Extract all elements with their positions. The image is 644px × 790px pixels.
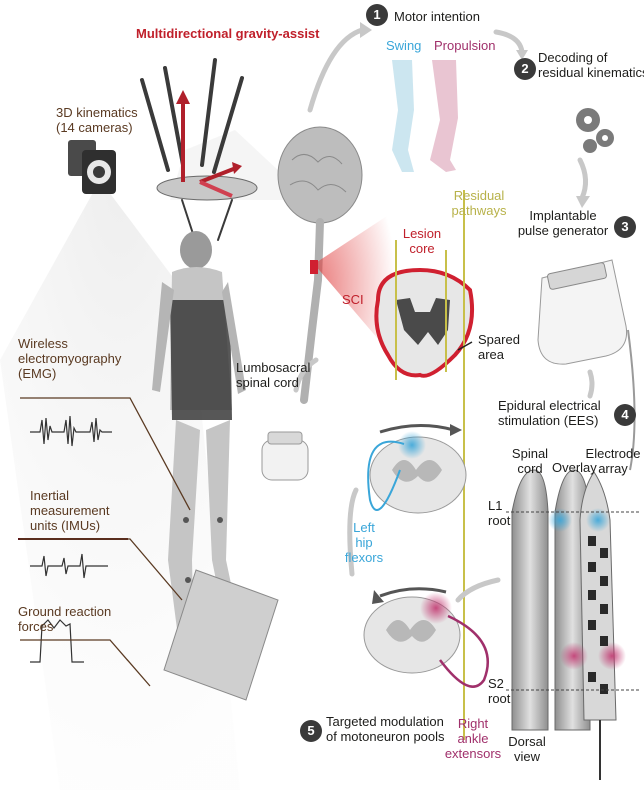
pulse-generator-small <box>262 432 308 480</box>
title-gravity-assist: Multidirectional gravity-assist <box>136 26 268 41</box>
motor-intention-legs <box>392 60 458 172</box>
label-dorsal-view: Dorsal view <box>502 734 552 764</box>
label-lesion-core: Lesion core <box>400 226 444 256</box>
label-emg: Wireless electromyography (EMG) <box>18 336 121 381</box>
label-left-hip-flexors: Left hip flexors <box>342 520 386 565</box>
label-residual-pathways: Residual pathways <box>444 188 514 218</box>
label-spinal-cord: Spinal cord <box>508 446 552 476</box>
gears-icon <box>576 108 614 153</box>
label-propulsion: Propulsion <box>434 38 495 53</box>
step-1-label: Motor intention <box>394 9 480 24</box>
step-3-badge: 3 <box>614 216 636 238</box>
spinal-cross-section-bottom <box>364 589 488 687</box>
pulse-generator-large <box>538 260 627 364</box>
step-5-label: Targeted modulation of motoneuron pools <box>326 714 445 744</box>
label-spared-area: Spared area <box>478 332 520 362</box>
label-kinematics: 3D kinematics (14 cameras) <box>56 105 138 135</box>
step-5-badge: 5 <box>300 720 322 742</box>
camera-icon <box>68 140 116 194</box>
label-electrode-array: Electrode array <box>584 446 642 476</box>
step-3-label: Implantable pulse generator <box>514 208 612 238</box>
step-1-badge: 1 <box>366 4 388 26</box>
label-s2-root: S2 root <box>488 676 510 706</box>
label-lumbosacral: Lumbosacral spinal cord <box>236 360 310 390</box>
label-sci: SCI <box>342 292 364 307</box>
step-2-badge: 2 <box>514 58 536 80</box>
label-swing: Swing <box>386 38 421 53</box>
step-2-label: Decoding of residual kinematics <box>538 50 644 80</box>
arrow-head-3 <box>576 196 590 208</box>
label-l1-root: L1 root <box>488 498 510 528</box>
label-imu: Inertial measurement units (IMUs) <box>30 488 109 533</box>
label-right-ankle-extensors: Right ankle extensors <box>438 716 508 761</box>
spinal-cross-section-mid <box>368 424 466 513</box>
spinal-cord-dorsal <box>512 470 626 730</box>
step-4-label: Epidural electrical stimulation (EES) <box>498 398 601 428</box>
step-4-badge: 4 <box>614 404 636 426</box>
label-grf: Ground reaction forces <box>18 604 111 634</box>
arrow-head-1 <box>360 22 372 38</box>
lesion-mark <box>310 260 318 274</box>
